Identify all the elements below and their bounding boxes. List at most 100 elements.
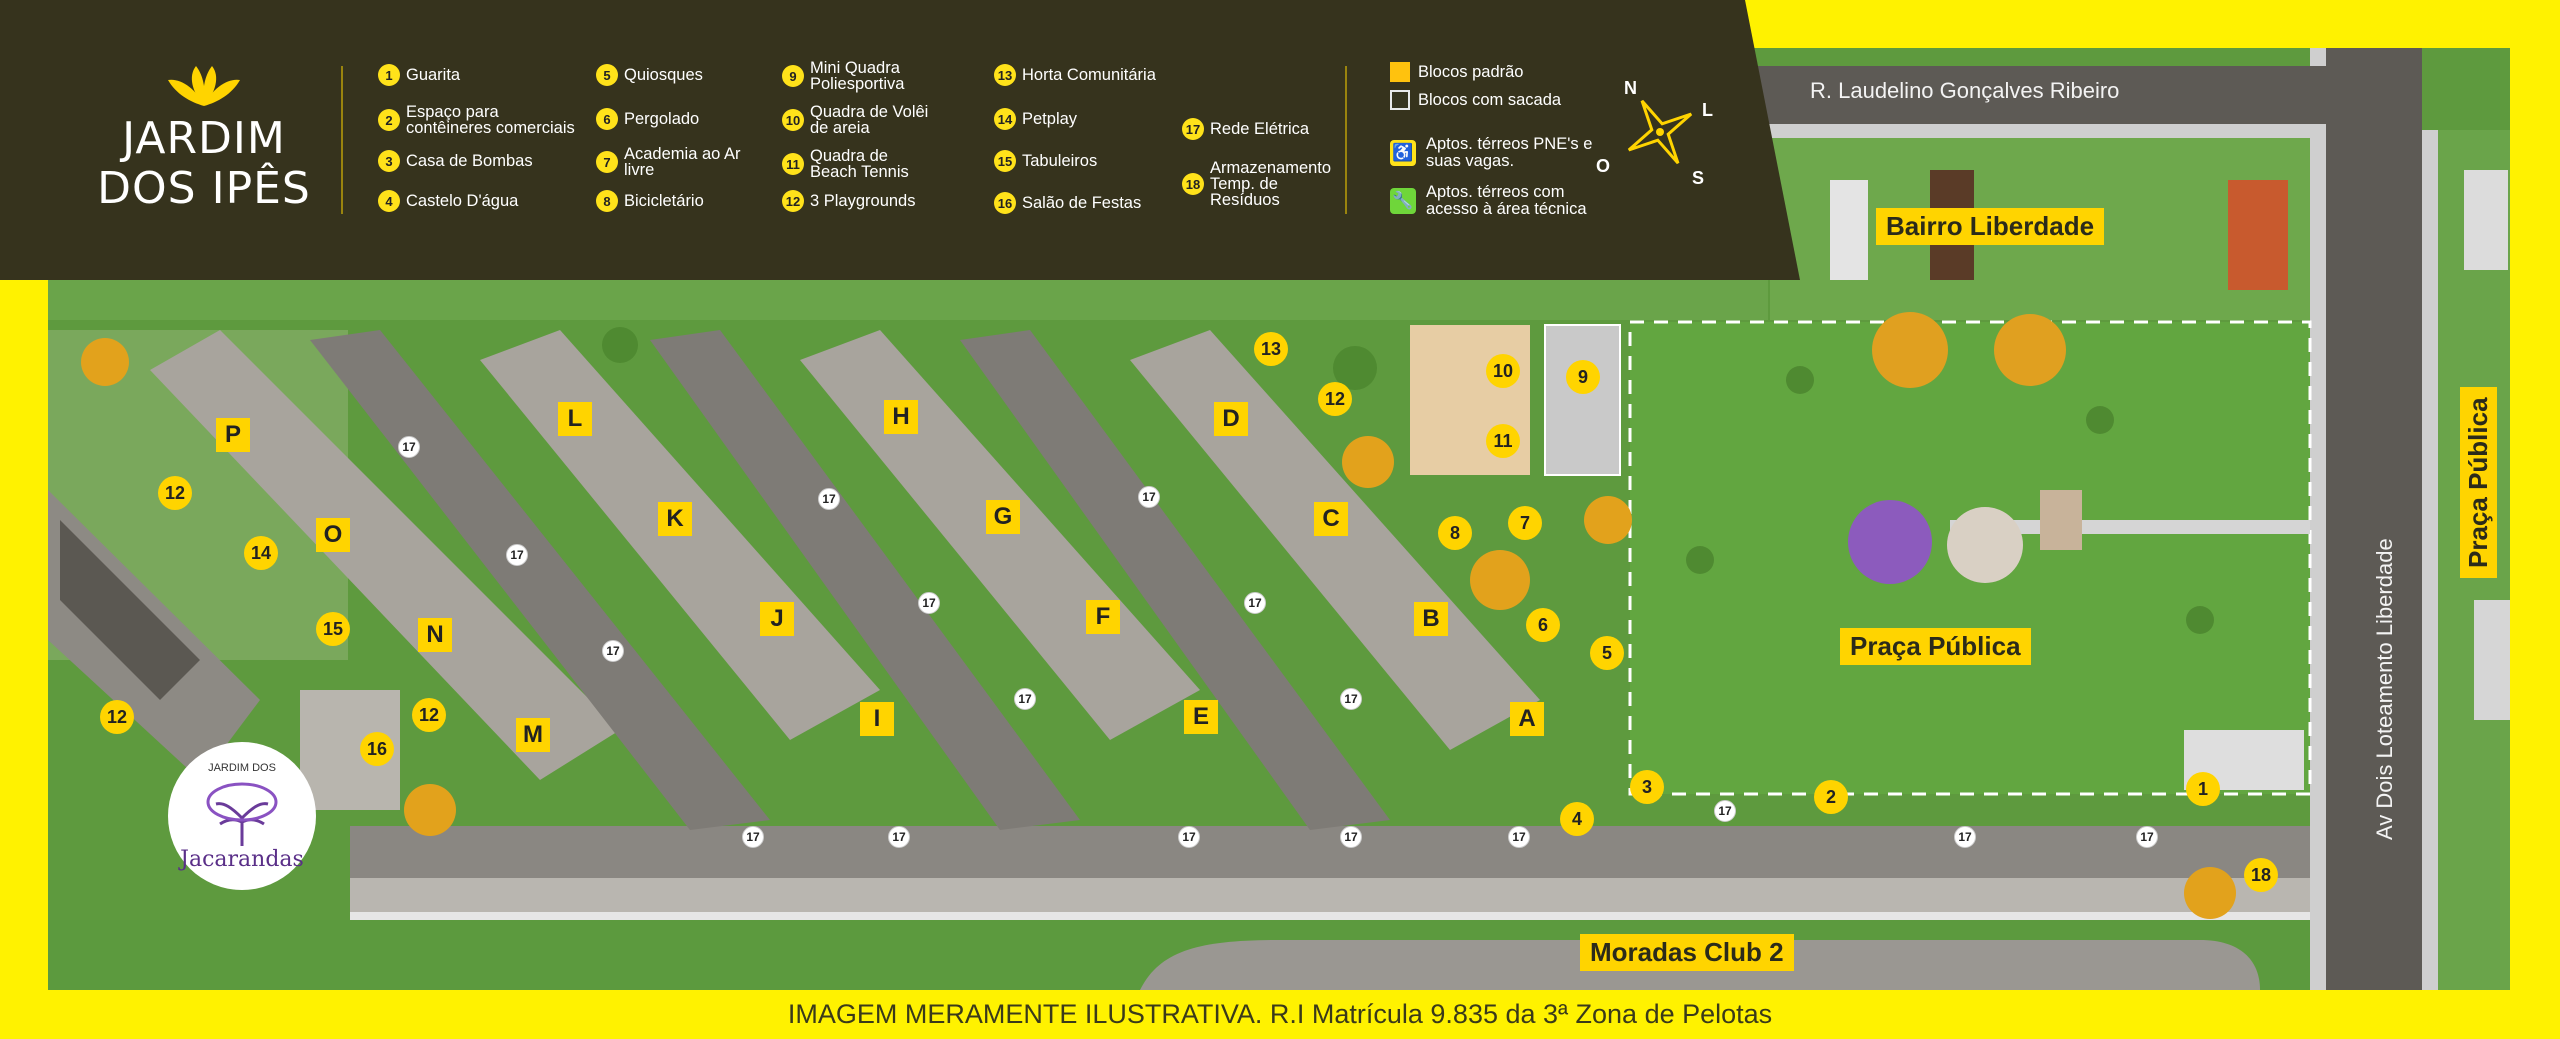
amenity-marker-3: 3 (1630, 770, 1664, 804)
amenity-marker-10: 10 (1486, 354, 1520, 388)
legend-item: 10 Quadra de Volêi de areia (782, 104, 940, 136)
praca-right-label: Praça Pública (2460, 387, 2497, 578)
block-marker-p: P (216, 418, 250, 452)
legend-number: 7 (596, 151, 618, 173)
amenity-marker-13: 13 (1254, 332, 1288, 366)
compass-n: N (1624, 78, 1637, 98)
legend-label: Pergolado (624, 110, 700, 128)
legend-item: 13 Horta Comunitária (994, 64, 1156, 86)
legend-number: 14 (994, 108, 1016, 130)
legend-number: 18 (1182, 173, 1204, 195)
key-pne: ♿ Aptos. térreos PNE's e suas vagas. (1390, 136, 1596, 170)
brand-title-line1: JARDIM (122, 113, 286, 164)
key-label: Aptos. térreos PNE's e suas vagas. (1426, 135, 1593, 170)
amenity-marker-18: 18 (2244, 858, 2278, 892)
legend-number: 9 (782, 65, 804, 87)
amenity-marker-9: 9 (1566, 360, 1600, 394)
outline-square-icon (1390, 90, 1410, 110)
brand-logo: JARDIM DOS IPÊS (84, 62, 324, 214)
power-marker-17: 17 (2136, 826, 2158, 848)
legend-label: Quiosques (624, 66, 703, 84)
legend-number: 1 (378, 64, 400, 86)
block-marker-f: F (1086, 600, 1120, 634)
moradas-label: Moradas Club 2 (1580, 934, 1794, 971)
amenity-marker-2: 2 (1814, 780, 1848, 814)
amenity-marker-8: 8 (1438, 516, 1472, 550)
street-top (1755, 66, 2355, 124)
jacarandas-logo: JARDIM DOS Jacarandas (168, 742, 316, 890)
praca-label: Praça Pública (1840, 628, 2031, 665)
block-marker-c: C (1314, 502, 1348, 536)
compass-o: O (1596, 156, 1611, 176)
legend-label: Horta Comunitária (1022, 66, 1156, 84)
compass-l: L (1702, 100, 1713, 120)
power-marker-17: 17 (1340, 826, 1362, 848)
legend-number: 15 (994, 150, 1016, 172)
legend-number: 10 (782, 109, 804, 131)
amenity-marker-12: 12 (158, 476, 192, 510)
legend-label: Quadra de Beach Tennis (810, 147, 909, 181)
power-marker-17: 17 (1340, 688, 1362, 710)
key-balcony-blocks: Blocos com sacada (1390, 90, 1561, 110)
legend-number: 5 (596, 64, 618, 86)
amenity-marker-11: 11 (1486, 424, 1520, 458)
block-marker-o: O (316, 518, 350, 552)
yellow-square-icon (1390, 62, 1410, 82)
legend-item: 17 Rede Elétrica (1182, 118, 1309, 140)
power-marker-17: 17 (506, 544, 528, 566)
power-marker-17: 17 (742, 826, 764, 848)
amenity-marker-12: 12 (412, 698, 446, 732)
legend-label: Espaço para contêineres comerciais (406, 103, 575, 137)
legend-label: Tabuleiros (1022, 152, 1098, 170)
trees (81, 338, 2236, 919)
legend-number: 12 (782, 190, 804, 212)
compass: N L O S (1596, 78, 1713, 188)
legend-item: 5 Quiosques (596, 64, 703, 86)
amenity-marker-15: 15 (316, 612, 350, 646)
amenity-marker-1: 1 (2186, 772, 2220, 806)
amenity-marker-5: 5 (1590, 636, 1624, 670)
legend-panel-bg (0, 0, 1800, 280)
legend-label: Armazenamento Temp. de Resíduos (1210, 159, 1332, 209)
legend-number: 17 (1182, 118, 1204, 140)
street-label-right: Av Dois Loteamento Liberdade (2372, 538, 2397, 840)
legend-label: Castelo D'água (406, 192, 519, 210)
amenity-marker-4: 4 (1560, 802, 1594, 836)
wheelchair-icon: ♿ (1390, 140, 1416, 166)
street-label-top: R. Laudelino Gonçalves Ribeiro (1810, 78, 2120, 103)
block-marker-a: A (1510, 702, 1544, 736)
power-marker-17: 17 (1714, 800, 1736, 822)
ipe-flower-icon (168, 66, 240, 106)
legend-number: 16 (994, 192, 1016, 214)
amenity-marker-6: 6 (1526, 608, 1560, 642)
block-marker-g: G (986, 500, 1020, 534)
block-marker-e: E (1184, 700, 1218, 734)
legend-label: Quadra de Volêi de areia (810, 103, 929, 137)
power-marker-17: 17 (1014, 688, 1036, 710)
key-label: Aptos. térreos com acesso à área técnica (1426, 183, 1587, 218)
compass-s: S (1692, 168, 1705, 188)
power-marker-17: 17 (1954, 826, 1976, 848)
legend-label: Casa de Bombas (406, 152, 533, 170)
block-marker-k: K (658, 502, 692, 536)
amenity-marker-16: 16 (360, 732, 394, 766)
main-road (350, 826, 2310, 878)
parking-row (350, 878, 2310, 912)
key-label: Blocos com sacada (1418, 90, 1562, 109)
block-marker-m: M (516, 718, 550, 752)
legend-label: Rede Elétrica (1210, 120, 1310, 138)
avenue-right (2326, 48, 2422, 990)
legend-item: 18 Armazenamento Temp. de Resíduos (1182, 159, 1332, 209)
legend-number: 13 (994, 64, 1016, 86)
logo-name: Jacarandas (180, 847, 304, 872)
